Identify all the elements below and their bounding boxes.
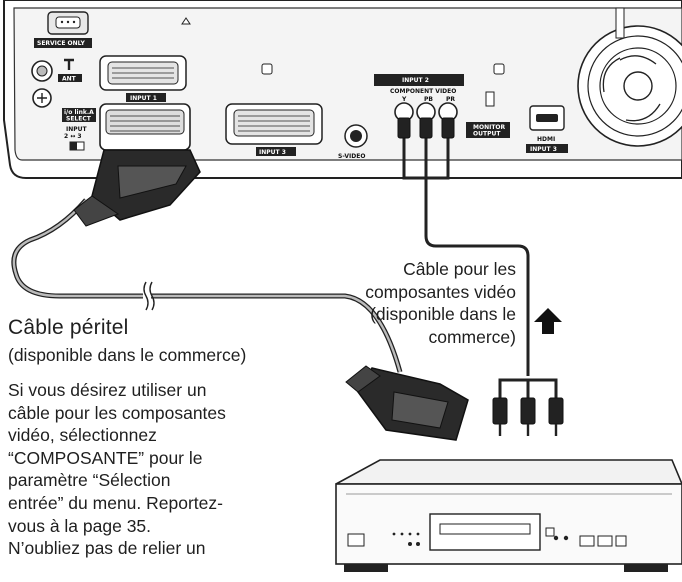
- ant-label: ANT: [62, 76, 77, 83]
- input1-label: INPUT 1: [130, 95, 157, 102]
- antenna-jack: ANT: [31, 58, 82, 108]
- component-input: INPUT 2 COMPONENT VIDEO Y PB PR: [374, 74, 464, 122]
- arrow-up-icon: [534, 308, 562, 334]
- ground-icon: [64, 58, 74, 70]
- select-label-1: i/o link.A: [64, 109, 94, 116]
- switch-label-1: INPUT: [66, 126, 88, 133]
- rear-panel: SERVICE ONLY ANT INPUT 1: [3, 0, 682, 179]
- dvd-player: [335, 459, 682, 572]
- panel-clip: [493, 63, 505, 75]
- panel-clip: [261, 63, 273, 75]
- input3-scart: INPUT 3: [225, 103, 323, 156]
- note-line: câble pour les composantes: [8, 402, 226, 423]
- component-cable-line: commerce): [428, 326, 516, 347]
- note-line: entrée” du menu. Reportez-: [8, 492, 223, 513]
- scart-plug-top: [73, 149, 201, 227]
- scart-cable-title: Câble péritel: [8, 316, 129, 339]
- note-line: vidéo, sélectionnez: [8, 425, 157, 446]
- input3-hdmi-label: INPUT 3: [530, 146, 557, 153]
- panel-mark: [181, 17, 191, 25]
- fan-grille-icon: [577, 7, 682, 147]
- pr-label: PR: [446, 96, 455, 103]
- service-only-label: SERVICE ONLY: [37, 40, 86, 47]
- instruction-note: Si vous désirez utiliser un câble pour l…: [8, 379, 298, 560]
- component-video-label: COMPONENT VIDEO: [390, 88, 456, 95]
- monitor-label-2: OUTPUT: [473, 131, 501, 138]
- note-line: paramètre “Sélection: [8, 470, 171, 491]
- note-line: N’oubliez pas de relier un: [8, 538, 206, 559]
- input3-label: INPUT 3: [259, 149, 286, 156]
- select-switch: i/o link.A SELECT INPUT 2 ↔ 3: [62, 108, 96, 151]
- note-line: vous à la page 35.: [8, 515, 152, 536]
- svideo-label: S-VIDEO: [338, 153, 365, 160]
- component-cable: [397, 117, 564, 436]
- hdmi-port: HDMI INPUT 3: [526, 105, 568, 153]
- monitor-label-1: MONITOR: [473, 124, 506, 131]
- component-cable-line: (disponible dans le: [370, 304, 516, 324]
- scart-cable-subtitle: (disponible dans le commerce): [8, 345, 247, 365]
- select-label-2: SELECT: [66, 116, 92, 123]
- input2-label: INPUT 2: [402, 77, 429, 84]
- svideo-jack: S-VIDEO: [338, 124, 368, 160]
- switch-label-2: 2 ↔ 3: [64, 133, 82, 140]
- pb-label: PB: [424, 96, 433, 103]
- component-cable-line: Câble pour les: [403, 259, 516, 279]
- note-line: “COMPOSANTE” pour le: [8, 447, 203, 468]
- y-label: Y: [401, 96, 407, 103]
- scart-plug-bottom: [345, 365, 469, 441]
- component-cable-line: composantes vidéo: [365, 281, 516, 302]
- hdmi-label: HDMI: [537, 136, 555, 143]
- input1-scart: INPUT 1: [99, 55, 187, 102]
- monitor-output: MONITOR OUTPUT: [466, 91, 510, 138]
- component-cable-label: Câble pour les composantes vidéo (dispon…: [296, 258, 516, 348]
- scart-port-connected: [99, 103, 191, 151]
- note-line: Si vous désirez utiliser un: [8, 380, 207, 400]
- break-mark-icon: [143, 281, 155, 311]
- scart-cable: [11, 149, 469, 441]
- service-port: SERVICE ONLY: [34, 11, 92, 48]
